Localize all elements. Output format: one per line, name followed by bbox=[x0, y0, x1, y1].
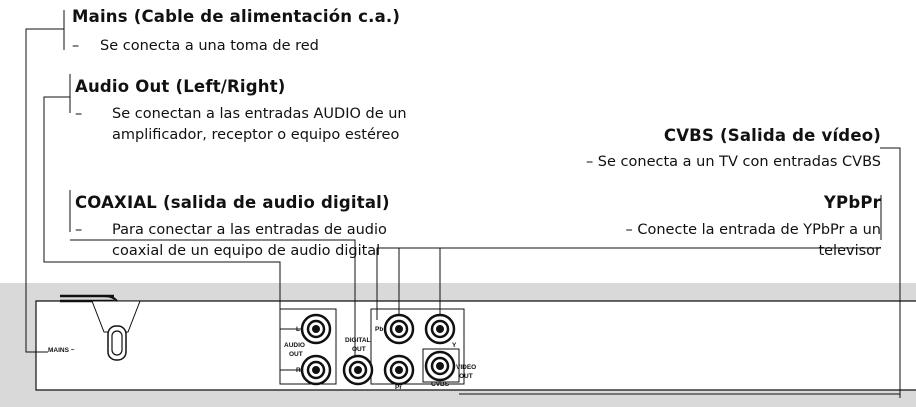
mains-dash: – bbox=[72, 38, 80, 54]
coaxial-desc-2: coaxial de un equipo de audio digital bbox=[112, 243, 381, 259]
panel-label-audio: AUDIO bbox=[284, 342, 305, 349]
panel-label-mains: MAINS ~ bbox=[48, 347, 75, 354]
device-outline bbox=[35, 300, 916, 391]
panel-label-y: Y bbox=[452, 342, 457, 349]
cvbs-title: CVBS (Salida de vídeo) bbox=[663, 126, 881, 145]
audio-left-jack bbox=[300, 313, 332, 345]
ypbpr-desc-1: – Conecte la entrada de YPbPr a un bbox=[625, 222, 882, 238]
panel-label-video-out: OUT bbox=[459, 373, 473, 380]
pr-jack bbox=[383, 354, 415, 386]
mains-cable bbox=[60, 294, 141, 361]
panel-label-audio-out: OUT bbox=[289, 351, 303, 358]
ypbpr-title: YPbPr bbox=[823, 193, 881, 212]
mains-desc: Se conecta a una toma de red bbox=[100, 38, 319, 54]
panel-label-digital: DIGITAL bbox=[345, 337, 371, 344]
leader-coaxial bbox=[69, 190, 356, 356]
cvbs-desc: – Se conecta a un TV con entradas CVBS bbox=[585, 154, 881, 170]
audio-out-dash: – bbox=[75, 106, 83, 122]
leader-audio-out bbox=[43, 74, 302, 371]
leader-mains bbox=[25, 10, 65, 353]
pb-jack bbox=[383, 313, 415, 345]
audio-right-jack bbox=[300, 354, 332, 386]
y-jack bbox=[424, 313, 456, 345]
mains-title: Mains (Cable de alimentación c.a.) bbox=[72, 7, 401, 26]
coaxial-desc-1: Para conectar a las entradas de audio bbox=[112, 222, 387, 238]
coaxial-dash: – bbox=[75, 222, 83, 238]
cvbs-jack bbox=[424, 350, 456, 382]
audio-out-desc-1: Se conectan a las entradas AUDIO de un bbox=[112, 106, 407, 122]
panel-label-cvbs: CVBS bbox=[431, 381, 450, 388]
panel-label-pr: Pr bbox=[395, 384, 402, 391]
panel-label-pb: Pb bbox=[375, 326, 383, 333]
ypbpr-desc-2: televisor bbox=[818, 243, 881, 259]
audio-out-title: Audio Out (Left/Right) bbox=[75, 77, 286, 96]
leader-cvbs bbox=[459, 147, 901, 398]
leader-ypbpr bbox=[376, 195, 882, 320]
panel-label-video: VIDEO bbox=[456, 364, 476, 371]
audio-out-desc-2: amplificador, receptor o equipo estéreo bbox=[112, 127, 400, 143]
panel-label-digital-out: OUT bbox=[352, 346, 366, 353]
coaxial-title: COAXIAL (salida de audio digital) bbox=[75, 193, 390, 212]
digital-coaxial-jack bbox=[342, 354, 374, 386]
